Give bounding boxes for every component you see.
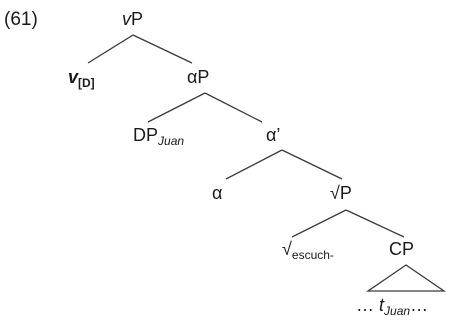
cp-triangle (365, 264, 447, 292)
trace-dots-right: … (410, 295, 429, 315)
branch-vP-v (87, 34, 134, 64)
node-cp: CP (389, 239, 415, 259)
branch-rootP-root (291, 209, 347, 238)
node-root-text: escuch- (291, 248, 334, 262)
node-v-head-feature: [D] (78, 76, 95, 90)
branch-vP-alphaP (132, 34, 193, 64)
node-trace: … tJuan… (356, 295, 429, 317)
node-alpha: α (212, 183, 223, 203)
branch-alphabar-alpha (225, 149, 283, 180)
node-v-head-letter: v (68, 67, 79, 87)
node-alphaP: αP (187, 67, 210, 87)
node-rootP: √P (330, 183, 352, 203)
node-root-radical: √ (282, 239, 292, 259)
trace-t: t (379, 295, 385, 315)
node-dp: DPJuan (133, 125, 184, 147)
node-root: √escuch- (282, 239, 334, 261)
node-dp-head: DP (133, 125, 159, 145)
node-vP-rest: P (131, 9, 144, 29)
node-vP: vP (122, 10, 143, 28)
node-alpha-bar: α’ (266, 125, 281, 145)
branch-alphaP-dp (147, 92, 206, 123)
example-number: (61) (4, 9, 38, 30)
branch-alphabar-rootP (281, 149, 343, 180)
trace-dots-left: … (356, 295, 374, 315)
node-v-head: v[D] (68, 67, 95, 89)
branch-alphaP-alphabar (204, 92, 263, 123)
branch-rootP-cp (345, 209, 405, 238)
trace-index: Juan (384, 304, 411, 318)
node-dp-index: Juan (158, 134, 185, 148)
node-vP-head: v (122, 9, 131, 29)
